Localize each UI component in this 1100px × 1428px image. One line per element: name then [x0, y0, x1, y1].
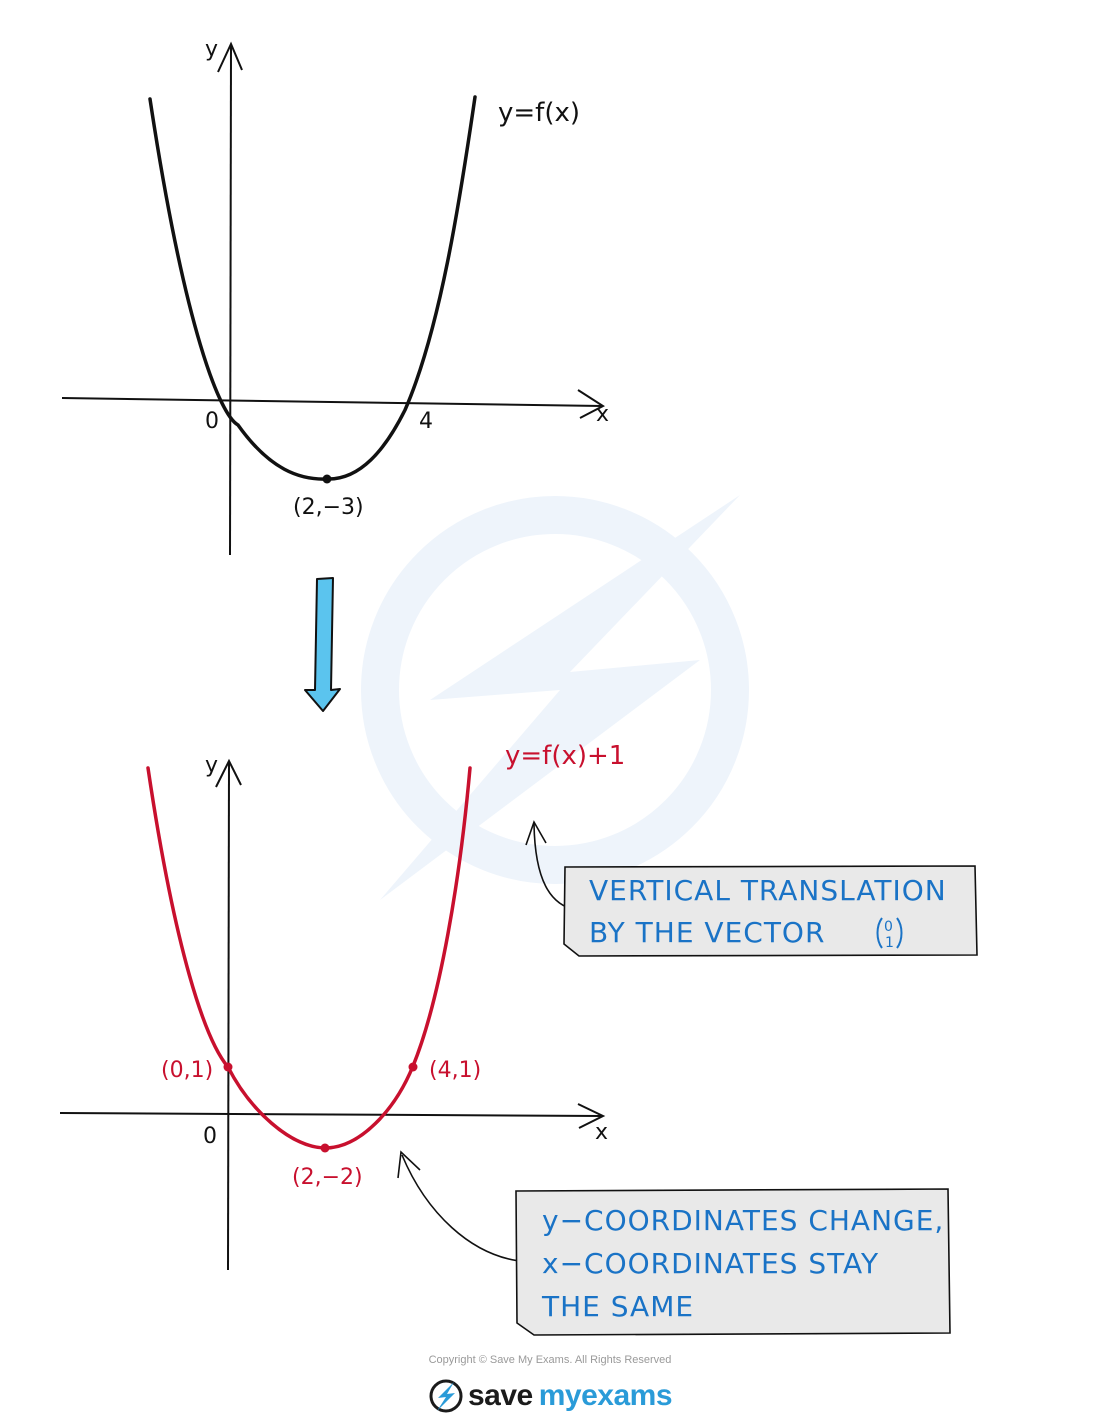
down-arrow-icon: [304, 577, 341, 712]
translation-note-arrowhead: [525, 820, 547, 846]
coordinates-note-line3: THE SAME: [541, 1290, 694, 1323]
translation-note-line2: BY THE VECTOR: [589, 916, 825, 949]
brand-logo: save my exams: [0, 1376, 1100, 1416]
translation-note: VERTICAL TRANSLATION BY THE VECTOR 0 1: [525, 820, 978, 957]
logo-word-exams: exams: [581, 1379, 673, 1412]
coordinates-note: y−COORDINATES CHANGE, x−COORDINATES STAY…: [397, 1150, 951, 1336]
coordinates-note-arrowhead: [397, 1150, 421, 1179]
top-curve-label: y=f(x): [498, 98, 580, 128]
top-y-axis: [229, 45, 232, 556]
watermark-logo-icon: [361, 495, 749, 900]
logo-word-my: my: [538, 1379, 582, 1412]
top-y-axis-arrowhead: [217, 41, 243, 73]
bottom-y-axis-arrowhead: [215, 758, 242, 788]
bottom-graph: x y y=f(x)+1 0 (0,1) (4,1) (2,−2): [59, 741, 625, 1271]
bottom-y-axis: [227, 761, 230, 1271]
bottom-vertex-dot: [320, 1143, 330, 1153]
translation-vector-bottom: 1: [885, 935, 894, 951]
bottom-x-axis-arrowhead: [577, 1103, 606, 1129]
bottom-point-left-dot: [223, 1062, 233, 1072]
bottom-point-right-dot: [408, 1062, 418, 1072]
bottom-point-right-label: (4,1): [429, 1058, 481, 1083]
coordinates-note-line2: x−COORDINATES STAY: [542, 1247, 879, 1280]
top-graph: x y y=f(x) 0 4 (2,−3): [61, 37, 609, 556]
bottom-vertex-label: (2,−2): [292, 1165, 363, 1190]
top-vertex-dot: [322, 474, 332, 484]
top-vertex-label: (2,−3): [293, 495, 364, 520]
bottom-axis-x-label: x: [595, 1120, 608, 1145]
top-axis-y-label: y: [205, 37, 218, 62]
bottom-x-axis: [59, 1112, 603, 1117]
top-x-axis-arrowhead: [577, 389, 605, 419]
bottom-axis-y-label: y: [205, 753, 218, 778]
translation-vector: 0 1: [876, 917, 903, 951]
bottom-curve-label: y=f(x)+1: [505, 741, 625, 771]
coordinates-note-line1: y−COORDINATES CHANGE,: [542, 1204, 944, 1237]
bottom-point-left-label: (0,1): [161, 1058, 213, 1083]
top-origin-label: 0: [205, 409, 219, 434]
top-axis-x-label: x: [596, 402, 609, 427]
translation-note-line1: VERTICAL TRANSLATION: [589, 874, 947, 907]
coordinates-note-arrow: [401, 1154, 529, 1263]
top-x-axis: [61, 397, 603, 407]
translation-vector-top: 0: [884, 919, 893, 935]
bottom-origin-label: 0: [203, 1124, 217, 1149]
top-x-intercept-label: 4: [419, 409, 433, 434]
logo-word-save: save: [467, 1379, 533, 1412]
copyright-text: Copyright © Save My Exams. All Rights Re…: [428, 1354, 672, 1366]
lightning-bolt-icon: [429, 1379, 463, 1413]
